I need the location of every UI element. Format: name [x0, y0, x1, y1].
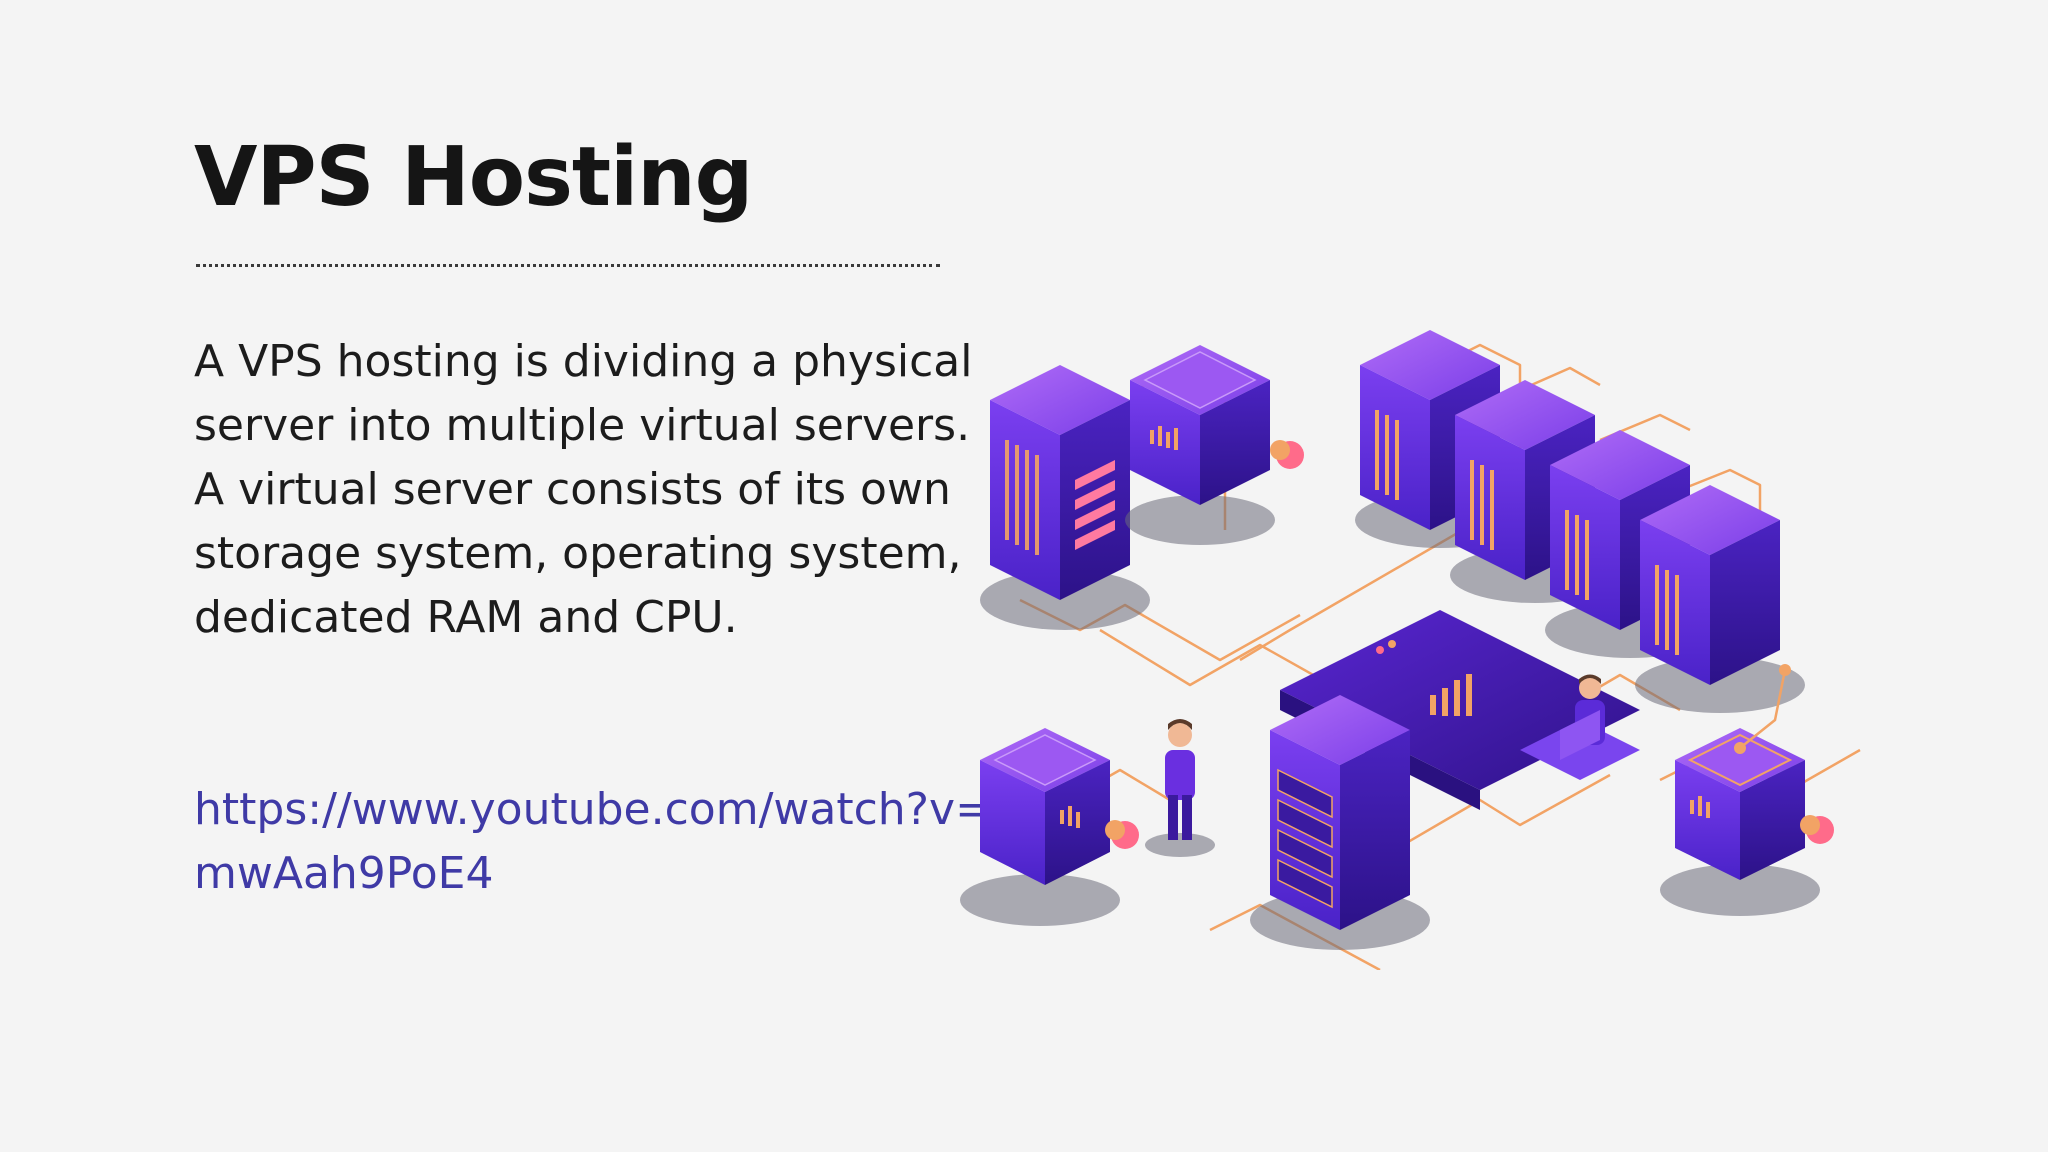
slide-body-text: A VPS hosting is dividing a physical ser… — [194, 336, 973, 643]
server-network-illustration-icon — [960, 330, 1861, 970]
title-divider — [196, 264, 940, 267]
youtube-link[interactable]: https://www.youtube.com/watch?v=5mwAah9P… — [194, 784, 1020, 899]
slide-title: VPS Hosting — [194, 130, 753, 225]
